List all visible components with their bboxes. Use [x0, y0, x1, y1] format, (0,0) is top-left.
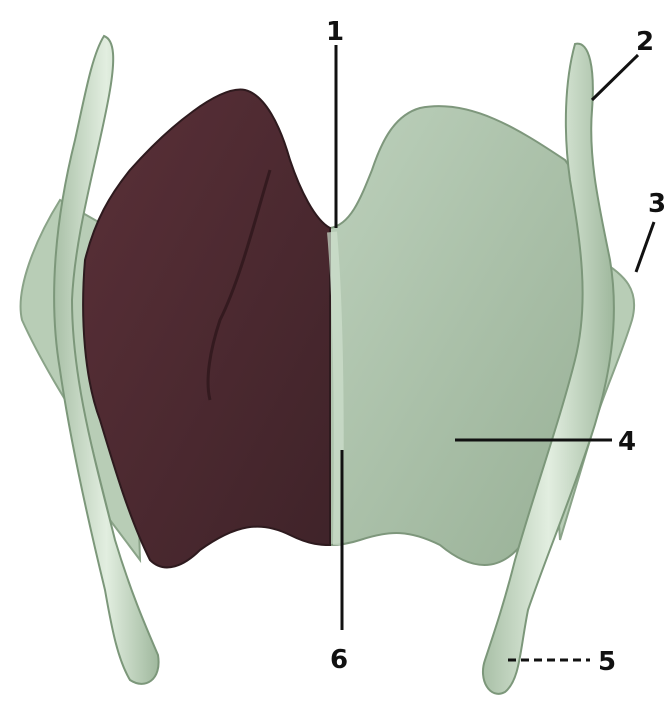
label-6: 6	[330, 645, 348, 675]
leader-3	[636, 222, 654, 272]
label-2: 2	[636, 27, 654, 57]
label-3: 3	[648, 189, 666, 219]
label-4: 4	[618, 427, 636, 457]
leader-2	[592, 55, 638, 100]
label-5: 5	[598, 647, 616, 677]
label-1: 1	[326, 17, 344, 47]
